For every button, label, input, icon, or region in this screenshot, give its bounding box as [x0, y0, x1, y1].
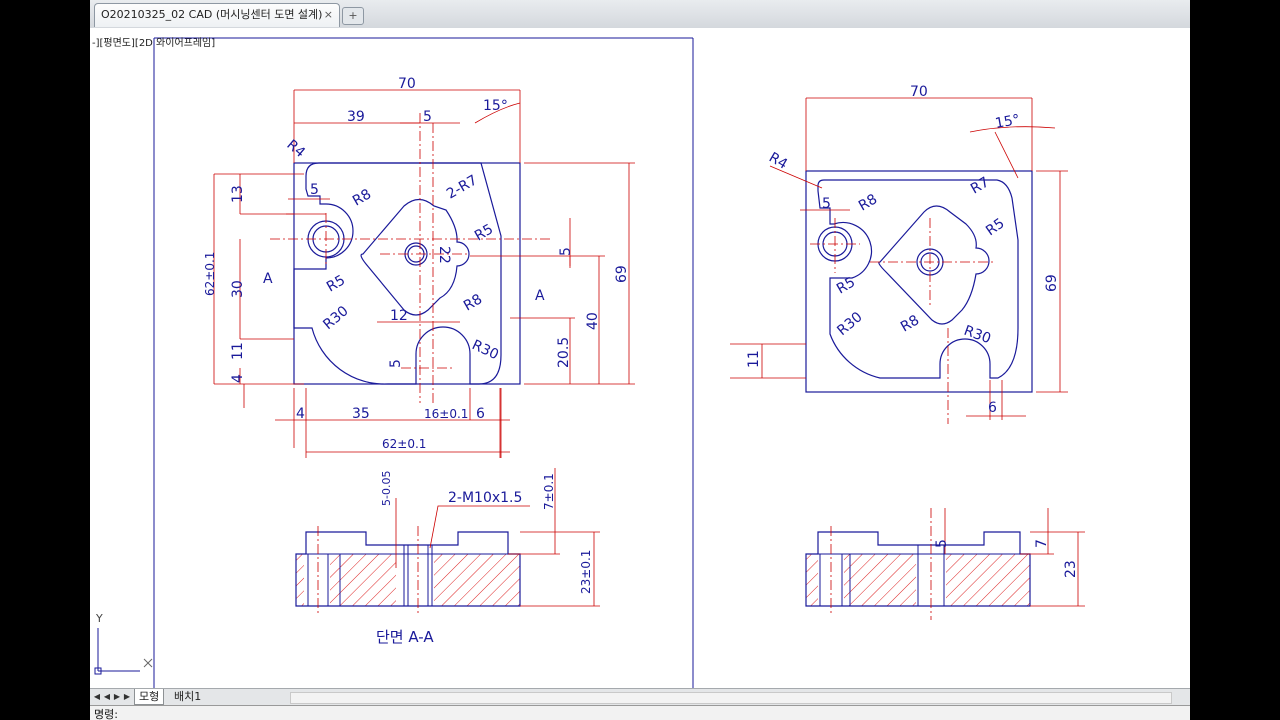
dim-r5-right: R5	[472, 221, 496, 244]
right-dim-r30-right: R30	[962, 323, 993, 347]
left-plan-envelope	[293, 162, 521, 385]
drawing-canvas[interactable]: 70 39 5 15° R4 R8 2-R7 R5 R5 R30 R8 R30 …	[90, 28, 1190, 688]
right-section-dim-7: 7	[1034, 539, 1050, 548]
right-dim-r4: R4	[766, 150, 790, 173]
right-section-dim-5: 5	[934, 539, 950, 548]
left-plan-outline	[293, 162, 502, 385]
tab-model[interactable]: 모형	[134, 689, 165, 705]
layout-tab-bar: ◀ ◀ ▶ ▶ 모형 배치1	[90, 688, 1190, 705]
right-plan-envelope	[805, 170, 1033, 393]
command-prompt: 명령:	[94, 708, 118, 720]
dim-12: 12	[390, 308, 408, 324]
autocad-window: O20210325_02 CAD (머시닝센터 도면 설계) × +	[90, 0, 1190, 720]
right-dim-r8-bottom: R8	[898, 312, 922, 335]
section-caption: 단면 A-A	[376, 628, 434, 646]
dim-r4: R4	[283, 137, 308, 161]
document-tab-label: O20210325_02 CAD (머시닝센터 도면 설계)	[101, 8, 323, 21]
dim-62-horizontal: 62±0.1	[382, 437, 426, 451]
right-plan-dim-text: 70 15° R4 5 R8 R7 R5 R5 R30 R8 R30 69 11…	[746, 84, 1060, 416]
left-section-bores	[296, 545, 520, 606]
right-dim-69: 69	[1044, 274, 1060, 292]
dim-r8-bottom: R8	[461, 291, 485, 314]
dim-30: 30	[230, 280, 246, 298]
dim-7-tolerance: 7±0.1	[542, 473, 556, 510]
right-plan-triangle-pocket	[878, 205, 990, 325]
dim-11: 11	[230, 342, 246, 360]
right-dim-15deg: 15°	[994, 112, 1021, 132]
command-line[interactable]: 명령:	[90, 705, 1190, 720]
dim-5c: 5	[388, 359, 404, 368]
right-plan-outline	[817, 179, 1019, 379]
dim-23-tolerance: 23±0.1	[579, 550, 593, 594]
dim-5-tolerance: 5-0.05	[380, 471, 393, 506]
dim-r30-right: R30	[469, 337, 501, 363]
close-icon[interactable]: ×	[323, 8, 333, 21]
dim-2-r7: 2-R7	[444, 172, 480, 202]
next-tab-icon[interactable]: ▶	[113, 692, 121, 701]
dim-4-horizontal: 4	[296, 406, 305, 422]
right-section-view: 5 7 23	[805, 508, 1085, 620]
dim-62-vertical: 62±0.1	[203, 252, 217, 296]
dim-r5-left: R5	[324, 272, 348, 295]
viewport-controls[interactable]: -][평면도][2D 와이어프레임]	[92, 38, 216, 49]
left-plan-dimension-lines	[213, 89, 635, 458]
right-plan-dimension-lines	[730, 97, 1068, 420]
left-plan-centerlines	[270, 113, 550, 403]
right-dim-r30-left: R30	[834, 309, 865, 339]
ucs-icon	[94, 628, 153, 675]
ucs-y-label: Y	[95, 612, 103, 625]
dim-40: 40	[585, 312, 601, 330]
new-tab-button[interactable]: +	[342, 7, 364, 25]
dim-13: 13	[230, 185, 246, 203]
left-plan-dim-text: 70 39 5 15° R4 R8 2-R7 R5 R5 R30 R8 R30 …	[203, 76, 630, 451]
cad-drawing: 70 39 5 15° R4 R8 2-R7 R5 R5 R30 R8 R30 …	[94, 37, 1085, 688]
left-plan-triangle-pocket	[360, 198, 470, 316]
dim-20-5: 20.5	[556, 337, 572, 368]
dim-69: 69	[614, 265, 630, 283]
dim-5-top: 5	[423, 109, 432, 125]
dim-16: 16±0.1	[424, 407, 468, 421]
dim-5b: 5	[558, 247, 574, 256]
dim-35: 35	[352, 406, 370, 422]
right-dim-r5-right: R5	[983, 215, 1007, 239]
document-tab[interactable]: O20210325_02 CAD (머시닝센터 도면 설계) ×	[94, 3, 340, 27]
dim-5a: 5	[310, 182, 319, 198]
left-section-view: 5-0.05 2-M10x1.5 7±0.1 23±0.1 단면 A-A	[295, 468, 600, 646]
right-dim-70: 70	[910, 84, 928, 100]
dim-39: 39	[347, 109, 365, 125]
dim-70: 70	[398, 76, 416, 92]
document-tab-bar: O20210325_02 CAD (머시닝센터 도면 설계) × +	[90, 0, 1190, 29]
section-mark-a-left: A	[263, 271, 273, 287]
horizontal-scrollbar[interactable]	[290, 692, 1172, 704]
tab-layout1[interactable]: 배치1	[174, 690, 202, 703]
dim-r8: R8	[350, 186, 374, 209]
prev-tab-icon[interactable]: ◀	[103, 692, 111, 701]
right-plan-centerlines	[810, 218, 995, 424]
dim-22: 22	[436, 246, 452, 264]
dim-15deg: 15°	[483, 98, 508, 114]
right-dim-11: 11	[746, 350, 762, 368]
right-dim-r7: R7	[968, 174, 992, 197]
right-plan-view	[805, 170, 1033, 393]
dim-r30-left: R30	[320, 303, 351, 333]
section-mark-a-right: A	[535, 288, 545, 304]
last-tab-icon[interactable]: ▶	[123, 692, 131, 701]
thread-callout: 2-M10x1.5	[448, 490, 522, 506]
right-dim-5: 5	[822, 196, 831, 212]
right-dim-6: 6	[988, 400, 997, 416]
right-dim-r8: R8	[856, 191, 880, 214]
dim-6: 6	[476, 406, 485, 422]
first-tab-icon[interactable]: ◀	[93, 692, 101, 701]
right-section-dim-23: 23	[1063, 560, 1079, 578]
dim-4-vertical: 4	[230, 374, 246, 383]
